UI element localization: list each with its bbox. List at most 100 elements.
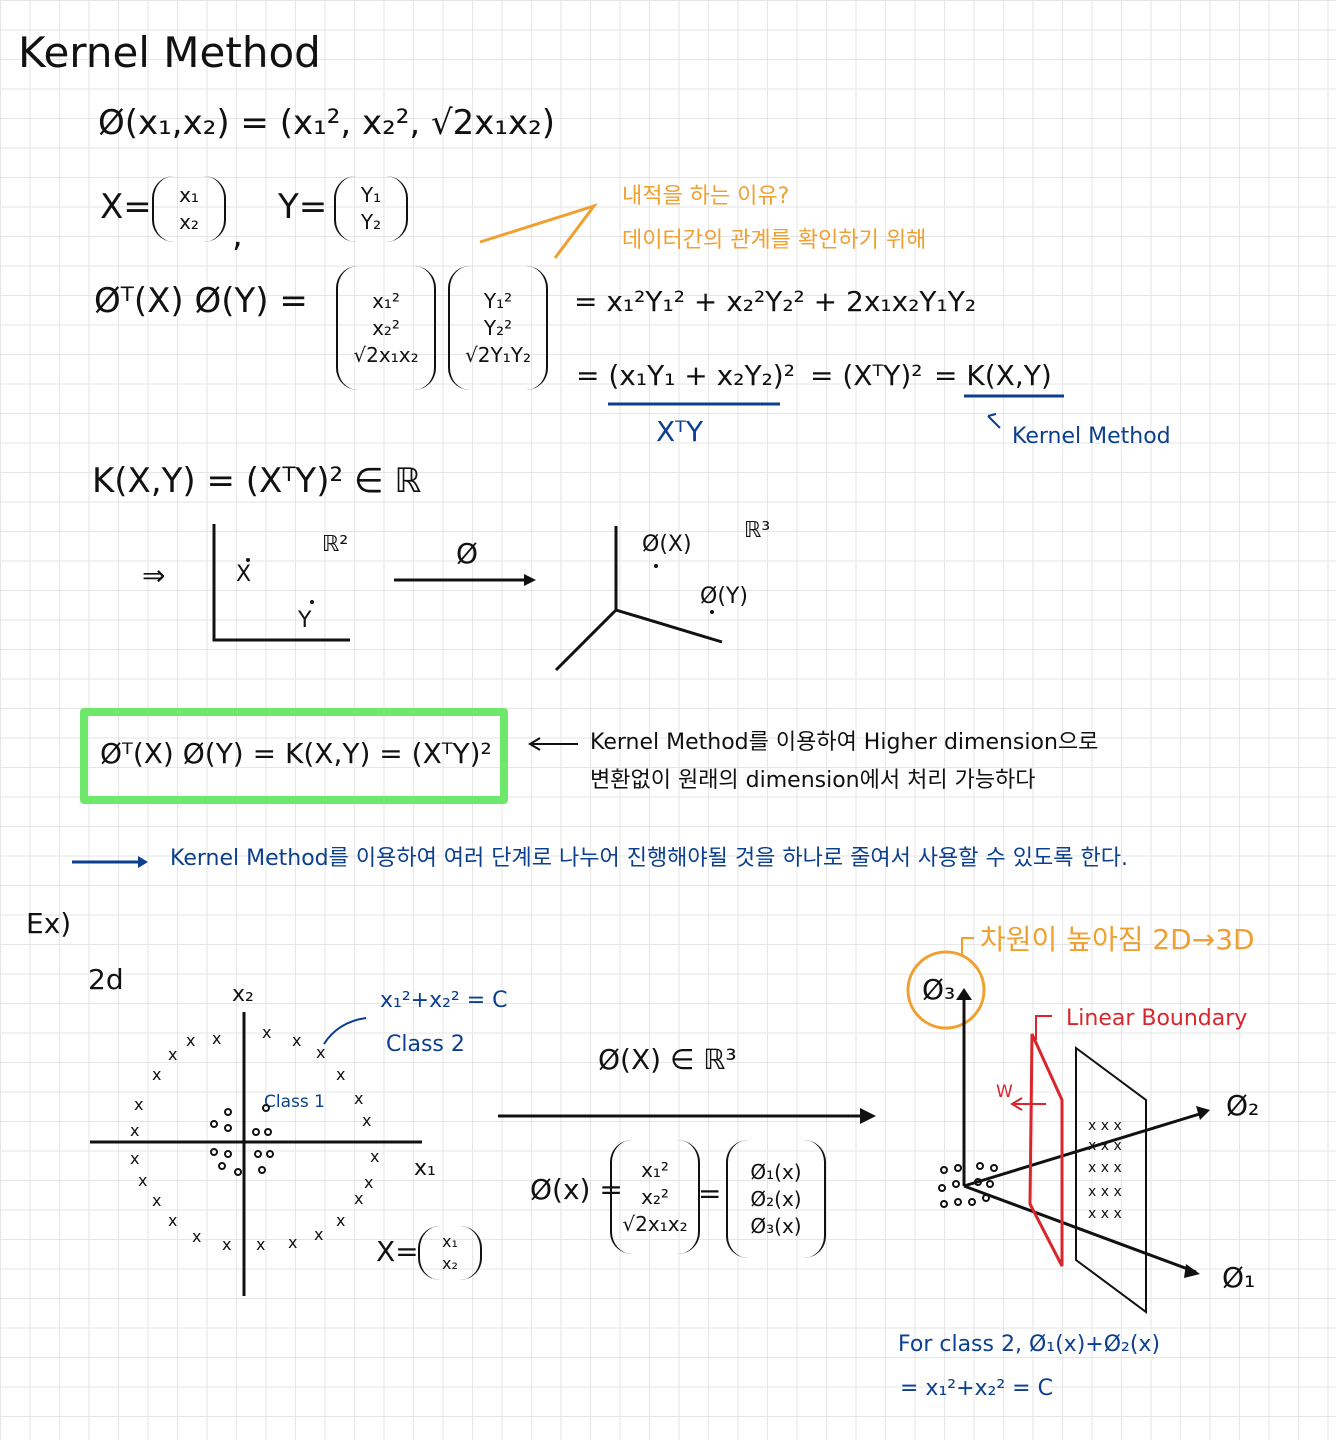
linear-boundary-label: Linear Boundary bbox=[1066, 1006, 1248, 1031]
class2-note-line2: = x₁²+x₂² = C bbox=[900, 1376, 1053, 1401]
expansion-line2-c: = K(X,Y) bbox=[934, 359, 1052, 392]
dim-label: 2d bbox=[88, 963, 124, 996]
phi2-axis bbox=[963, 1110, 1207, 1188]
phi1-axis bbox=[963, 1184, 1197, 1274]
phi-x-point-label: Ø(X) bbox=[642, 532, 692, 557]
matrix-entry: √2Y₁Y₂ bbox=[465, 342, 531, 367]
w-vector bbox=[1010, 1097, 1046, 1111]
svg-text:x: x bbox=[288, 1233, 297, 1252]
boundary-pointer bbox=[1035, 1015, 1052, 1040]
class2-pointer bbox=[323, 1017, 367, 1045]
phi3-axis-label: Ø₃ bbox=[922, 973, 956, 1006]
svg-text:x: x bbox=[314, 1225, 323, 1244]
r3-axes bbox=[554, 526, 723, 672]
summary-arrowhead bbox=[138, 856, 148, 868]
x-vector-entry: x₂ bbox=[179, 210, 199, 234]
svg-text:x: x bbox=[168, 1045, 177, 1064]
phi-lhs: Ø(x) = bbox=[530, 1173, 623, 1206]
matrix-entry: x₁² bbox=[641, 1157, 669, 1182]
phi-x-point bbox=[654, 564, 658, 568]
phi2-arrowhead bbox=[1196, 1106, 1210, 1120]
circle-equation: x₁²+x₂² = C bbox=[380, 988, 508, 1013]
phi-arrowhead bbox=[524, 574, 536, 586]
matrix-entry: Y₂² bbox=[483, 315, 513, 340]
r3-label: ℝ³ bbox=[744, 518, 771, 543]
example-label: Ex) bbox=[26, 907, 72, 940]
matrix-entry: √2x₁x₂ bbox=[622, 1211, 688, 1236]
svg-text:x: x bbox=[222, 1235, 231, 1254]
matrix-entry: Ø₂(x) bbox=[750, 1186, 802, 1211]
box-note-line1: Kernel Method를 이용하여 Higher dimension으로 bbox=[590, 730, 1099, 755]
boxed-formula: Øᵀ(X) Ø(Y) = K(X,Y) = (XᵀY)² bbox=[100, 737, 492, 770]
phi-y-matrix: Y₁² Y₂² √2Y₁Y₂ bbox=[448, 266, 548, 390]
box-note-line2: 변환없이 원래의 dimension에서 처리 가능하다 bbox=[590, 768, 1036, 793]
axis-x2-label: x₂ bbox=[232, 982, 254, 1007]
point-y bbox=[310, 600, 314, 604]
summary-text: Kernel Method를 이용하여 여러 단계로 나누어 진행해야될 것을 … bbox=[170, 846, 1128, 871]
matrix-entry: x₁² bbox=[372, 288, 400, 313]
point-y-label: Y bbox=[298, 608, 312, 633]
implies-arrow: ⇒ bbox=[142, 559, 166, 592]
matrix-entry: Ø₃(x) bbox=[750, 1213, 802, 1238]
r2-label: ℝ² bbox=[322, 532, 349, 557]
svg-text:x: x bbox=[138, 1171, 147, 1190]
orange-pointer bbox=[479, 203, 599, 259]
class2-label: Class 2 bbox=[386, 1032, 465, 1057]
r2-axes bbox=[212, 524, 350, 642]
phi-y-point bbox=[710, 610, 714, 614]
xty-label: XᵀY bbox=[656, 415, 704, 448]
x-vector-entry: x₁ bbox=[179, 183, 199, 207]
svg-text:x: x bbox=[336, 1065, 345, 1084]
highlight-box bbox=[80, 708, 508, 804]
x-vector: x₁ x₂ bbox=[152, 176, 226, 242]
class1-label: Class 1 bbox=[264, 1092, 325, 1112]
svg-text:x x x: x x x bbox=[1088, 1118, 1122, 1134]
dim-note-pointer bbox=[961, 937, 974, 956]
expansion-line2-b: = (XᵀY)² bbox=[810, 359, 923, 392]
svg-text:x: x bbox=[134, 1095, 143, 1114]
x-label: X= bbox=[100, 187, 152, 227]
axis-x1-label: x₁ bbox=[414, 1156, 436, 1181]
class2-note-line1: For class 2, Ø₁(x)+Ø₂(x) bbox=[898, 1332, 1161, 1357]
matrix-entry: x₂² bbox=[372, 315, 400, 340]
matrix-entry: Y₁² bbox=[483, 288, 513, 313]
kernel-definition: K(X,Y) = (XᵀY)² ∈ ℝ bbox=[92, 461, 422, 501]
class2-plane bbox=[1075, 1046, 1147, 1314]
matrix-entry: x₂ bbox=[442, 1254, 458, 1273]
y-vector: Y₁ Y₂ bbox=[334, 176, 408, 242]
phi-definition: Ø(x₁,x₂) = (x₁², x₂², √2x₁x₂) bbox=[98, 103, 556, 143]
svg-text:x: x bbox=[256, 1235, 265, 1254]
expansion-line1: = x₁²Y₁² + x₂²Y₂² + 2x₁x₂Y₁Y₂ bbox=[574, 285, 977, 318]
svg-text:x: x bbox=[186, 1031, 195, 1050]
w-label: W bbox=[996, 1082, 1013, 1102]
linear-boundary-plane bbox=[1028, 1033, 1064, 1267]
orange-note-line2: 데이터간의 관계를 확인하기 위해 bbox=[622, 228, 927, 253]
dimension-note: 차원이 높아짐 2D→3D bbox=[980, 923, 1255, 956]
matrix-entry: Ø₁(x) bbox=[750, 1159, 802, 1184]
inner-product-lhs: Øᵀ(X) Ø(Y) = bbox=[94, 281, 308, 321]
svg-text:x: x bbox=[316, 1043, 325, 1062]
phi3-highlight-circle bbox=[906, 950, 986, 1030]
expansion-line2-a: = (x₁Y₁ + x₂Y₂)² bbox=[576, 359, 795, 392]
y-label: Y= bbox=[278, 187, 328, 227]
map-label: Ø(X) ∈ ℝ³ bbox=[598, 1043, 737, 1076]
phi-matrix-2: Ø₁(x) Ø₂(x) Ø₃(x) bbox=[726, 1140, 826, 1258]
class1-markers bbox=[210, 1104, 274, 1176]
xvec-label: X= bbox=[376, 1235, 419, 1268]
svg-text:x: x bbox=[292, 1031, 301, 1050]
svg-text:x: x bbox=[212, 1029, 221, 1048]
y-vector-entry: Y₂ bbox=[360, 210, 382, 234]
phi-equals: = bbox=[698, 1177, 722, 1210]
svg-text:x: x bbox=[370, 1147, 379, 1166]
svg-text:x: x bbox=[168, 1211, 177, 1230]
svg-text:x: x bbox=[354, 1089, 363, 1108]
phi-matrix-1: x₁² x₂² √2x₁x₂ bbox=[610, 1140, 700, 1254]
svg-text:x: x bbox=[130, 1121, 139, 1140]
svg-text:x: x bbox=[152, 1065, 161, 1084]
svg-text:x x x: x x x bbox=[1088, 1160, 1122, 1176]
matrix-entry: x₁ bbox=[442, 1232, 458, 1252]
svg-text:x: x bbox=[130, 1149, 139, 1168]
point-x-label: X bbox=[236, 562, 252, 587]
